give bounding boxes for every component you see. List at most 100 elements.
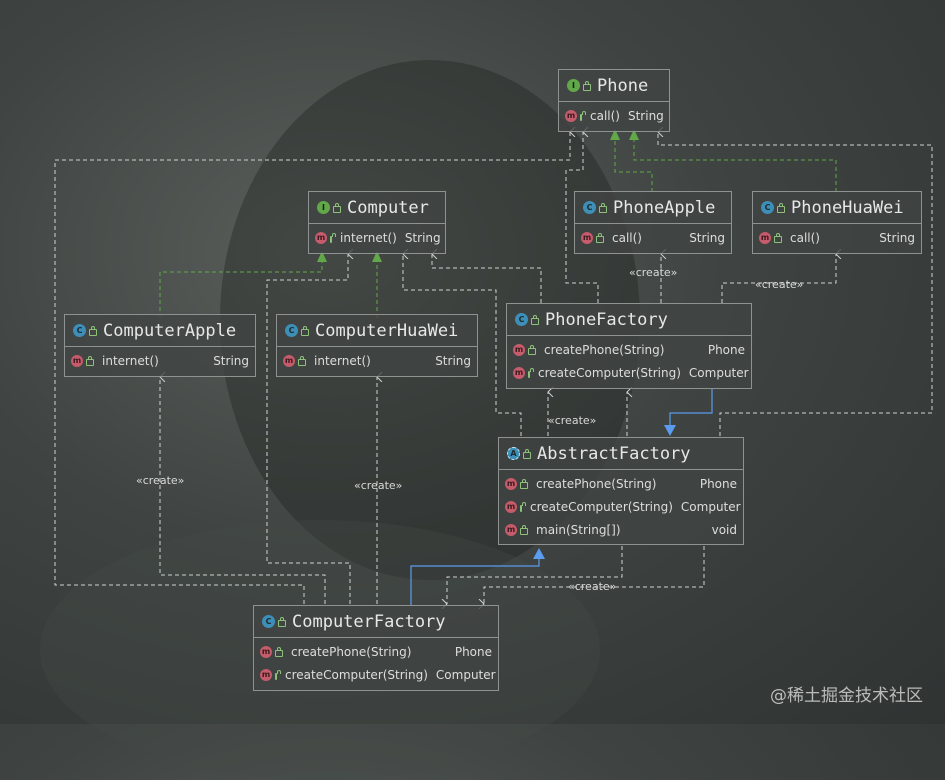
method-row[interactable]: m createPhone(String) Phone [254,640,498,663]
edge-computerfactory-creates-computerapple [160,377,326,604]
implements-arrowhead [372,251,382,262]
method-row[interactable]: m main(String[]) void [499,518,743,541]
create-label: «create» [755,278,803,291]
edge-phonefactory-uses-phone [565,132,599,303]
method-icon: m [505,477,517,490]
method-name: createPhone(String) [544,342,665,357]
method-icon: m [581,231,593,244]
method-row[interactable]: m internet() String [309,226,445,249]
interface-icon: I [317,201,330,214]
method-icon: m [505,523,517,536]
node-header: C ComputerApple [65,315,255,347]
method-row[interactable]: m internet() String [277,349,477,372]
node-computerapple[interactable]: C ComputerApple m internet() String [64,314,256,377]
node-computer[interactable]: I Computer m internet() String [308,191,446,254]
public-lock-icon [528,368,534,378]
method-row[interactable]: m createComputer(String) Computer [499,495,743,518]
method-return-type: String [435,353,471,368]
method-return-type: String [404,230,441,245]
method-return-type: String [213,353,249,368]
node-header: I Phone [559,70,669,102]
edge-computerfactory-uses-phone [54,132,570,604]
method-row[interactable]: m call() String [575,226,731,249]
edge-abstractfactory-uses-phone [658,132,933,436]
public-lock-icon [520,479,528,489]
method-icon: m [513,366,525,379]
method-row[interactable]: m internet() String [65,349,255,372]
node-title: ComputerHuaWei [315,320,459,341]
edge-phonehuawei-implements-phone [633,138,837,192]
method-name: createPhone(String) [291,644,412,659]
node-computerfactory[interactable]: C ComputerFactory m createPhone(String) … [253,605,499,691]
public-lock-icon [333,203,341,213]
class-icon: C [515,313,528,326]
node-computerhuawei[interactable]: C ComputerHuaWei m internet() String [276,314,478,377]
node-header: C PhoneApple [575,192,731,224]
public-lock-icon [599,203,607,213]
extends-arrowhead [533,548,545,559]
method-icon: m [565,109,577,122]
method-name: createComputer(String) [285,667,428,682]
public-lock-icon [774,233,782,243]
public-lock-icon [86,356,94,366]
edge-computerapple-implements-computer [159,260,323,318]
node-phonefactory[interactable]: C PhoneFactory m createPhone(String) Pho… [506,303,752,389]
edge-phonefactory-creates-computer [432,254,542,303]
create-label: «create» [548,414,596,427]
node-phone[interactable]: I Phone m call() String [558,69,670,132]
public-lock-icon [596,233,604,243]
class-icon: C [583,201,596,214]
public-lock-icon [520,502,526,512]
edge-phoneapple-implements-phone [614,138,653,192]
public-lock-icon [523,449,531,459]
extends-arrowhead [664,425,676,436]
create-label: «create» [354,479,402,492]
public-lock-icon [275,670,281,680]
class-icon: C [262,615,275,628]
method-icon: m [513,343,525,356]
method-name: call() [590,108,620,123]
node-title: ComputerApple [103,320,237,341]
method-row[interactable]: m createPhone(String) Phone [507,338,751,361]
method-row[interactable]: m createPhone(String) Phone [499,472,743,495]
method-icon: m [759,231,771,244]
public-lock-icon [278,617,286,627]
method-row[interactable]: m createComputer(String) Computer [254,663,498,686]
diagram-edges: «create» «create» «create» «create» «cre… [54,0,933,724]
public-lock-icon [301,326,309,336]
public-lock-icon [275,647,283,657]
node-phonehuawei[interactable]: C PhoneHuaWei m call() String [752,191,922,254]
method-return-type: Computer [688,365,749,380]
method-return-type: Computer [435,667,496,682]
public-lock-icon [520,525,528,535]
method-row[interactable]: m call() String [753,226,921,249]
public-lock-icon [531,315,539,325]
node-title: Phone [597,75,649,96]
class-icon: C [73,324,86,337]
method-name: internet() [340,230,397,245]
public-lock-icon [330,233,336,243]
node-phoneapple[interactable]: C PhoneApple m call() String [574,191,732,254]
method-icon: m [260,668,272,681]
node-header: I Computer [309,192,445,224]
watermark: @稀土掘金技术社区 [770,686,923,706]
node-title: Computer [347,197,429,218]
node-title: AbstractFactory [537,443,691,464]
class-icon: C [285,324,298,337]
method-icon: m [315,231,327,244]
create-label: «create» [568,580,616,593]
public-lock-icon [528,345,536,355]
node-header: C ComputerHuaWei [277,315,477,347]
public-lock-icon [89,326,97,336]
public-lock-icon [580,111,586,121]
edge-computerfactory-extends-abstractfactory [410,558,540,606]
method-row[interactable]: m createComputer(String) Computer [507,361,751,384]
method-row[interactable]: m call() String [559,104,669,127]
method-name: createPhone(String) [536,476,657,491]
method-name: createComputer(String) [530,499,673,514]
method-return-type: String [689,230,725,245]
implements-arrowhead [610,129,620,140]
node-abstractfactory[interactable]: A AbstractFactory m createPhone(String) … [498,437,744,545]
interface-icon: I [567,79,580,92]
abstract-class-icon: A [507,447,520,460]
